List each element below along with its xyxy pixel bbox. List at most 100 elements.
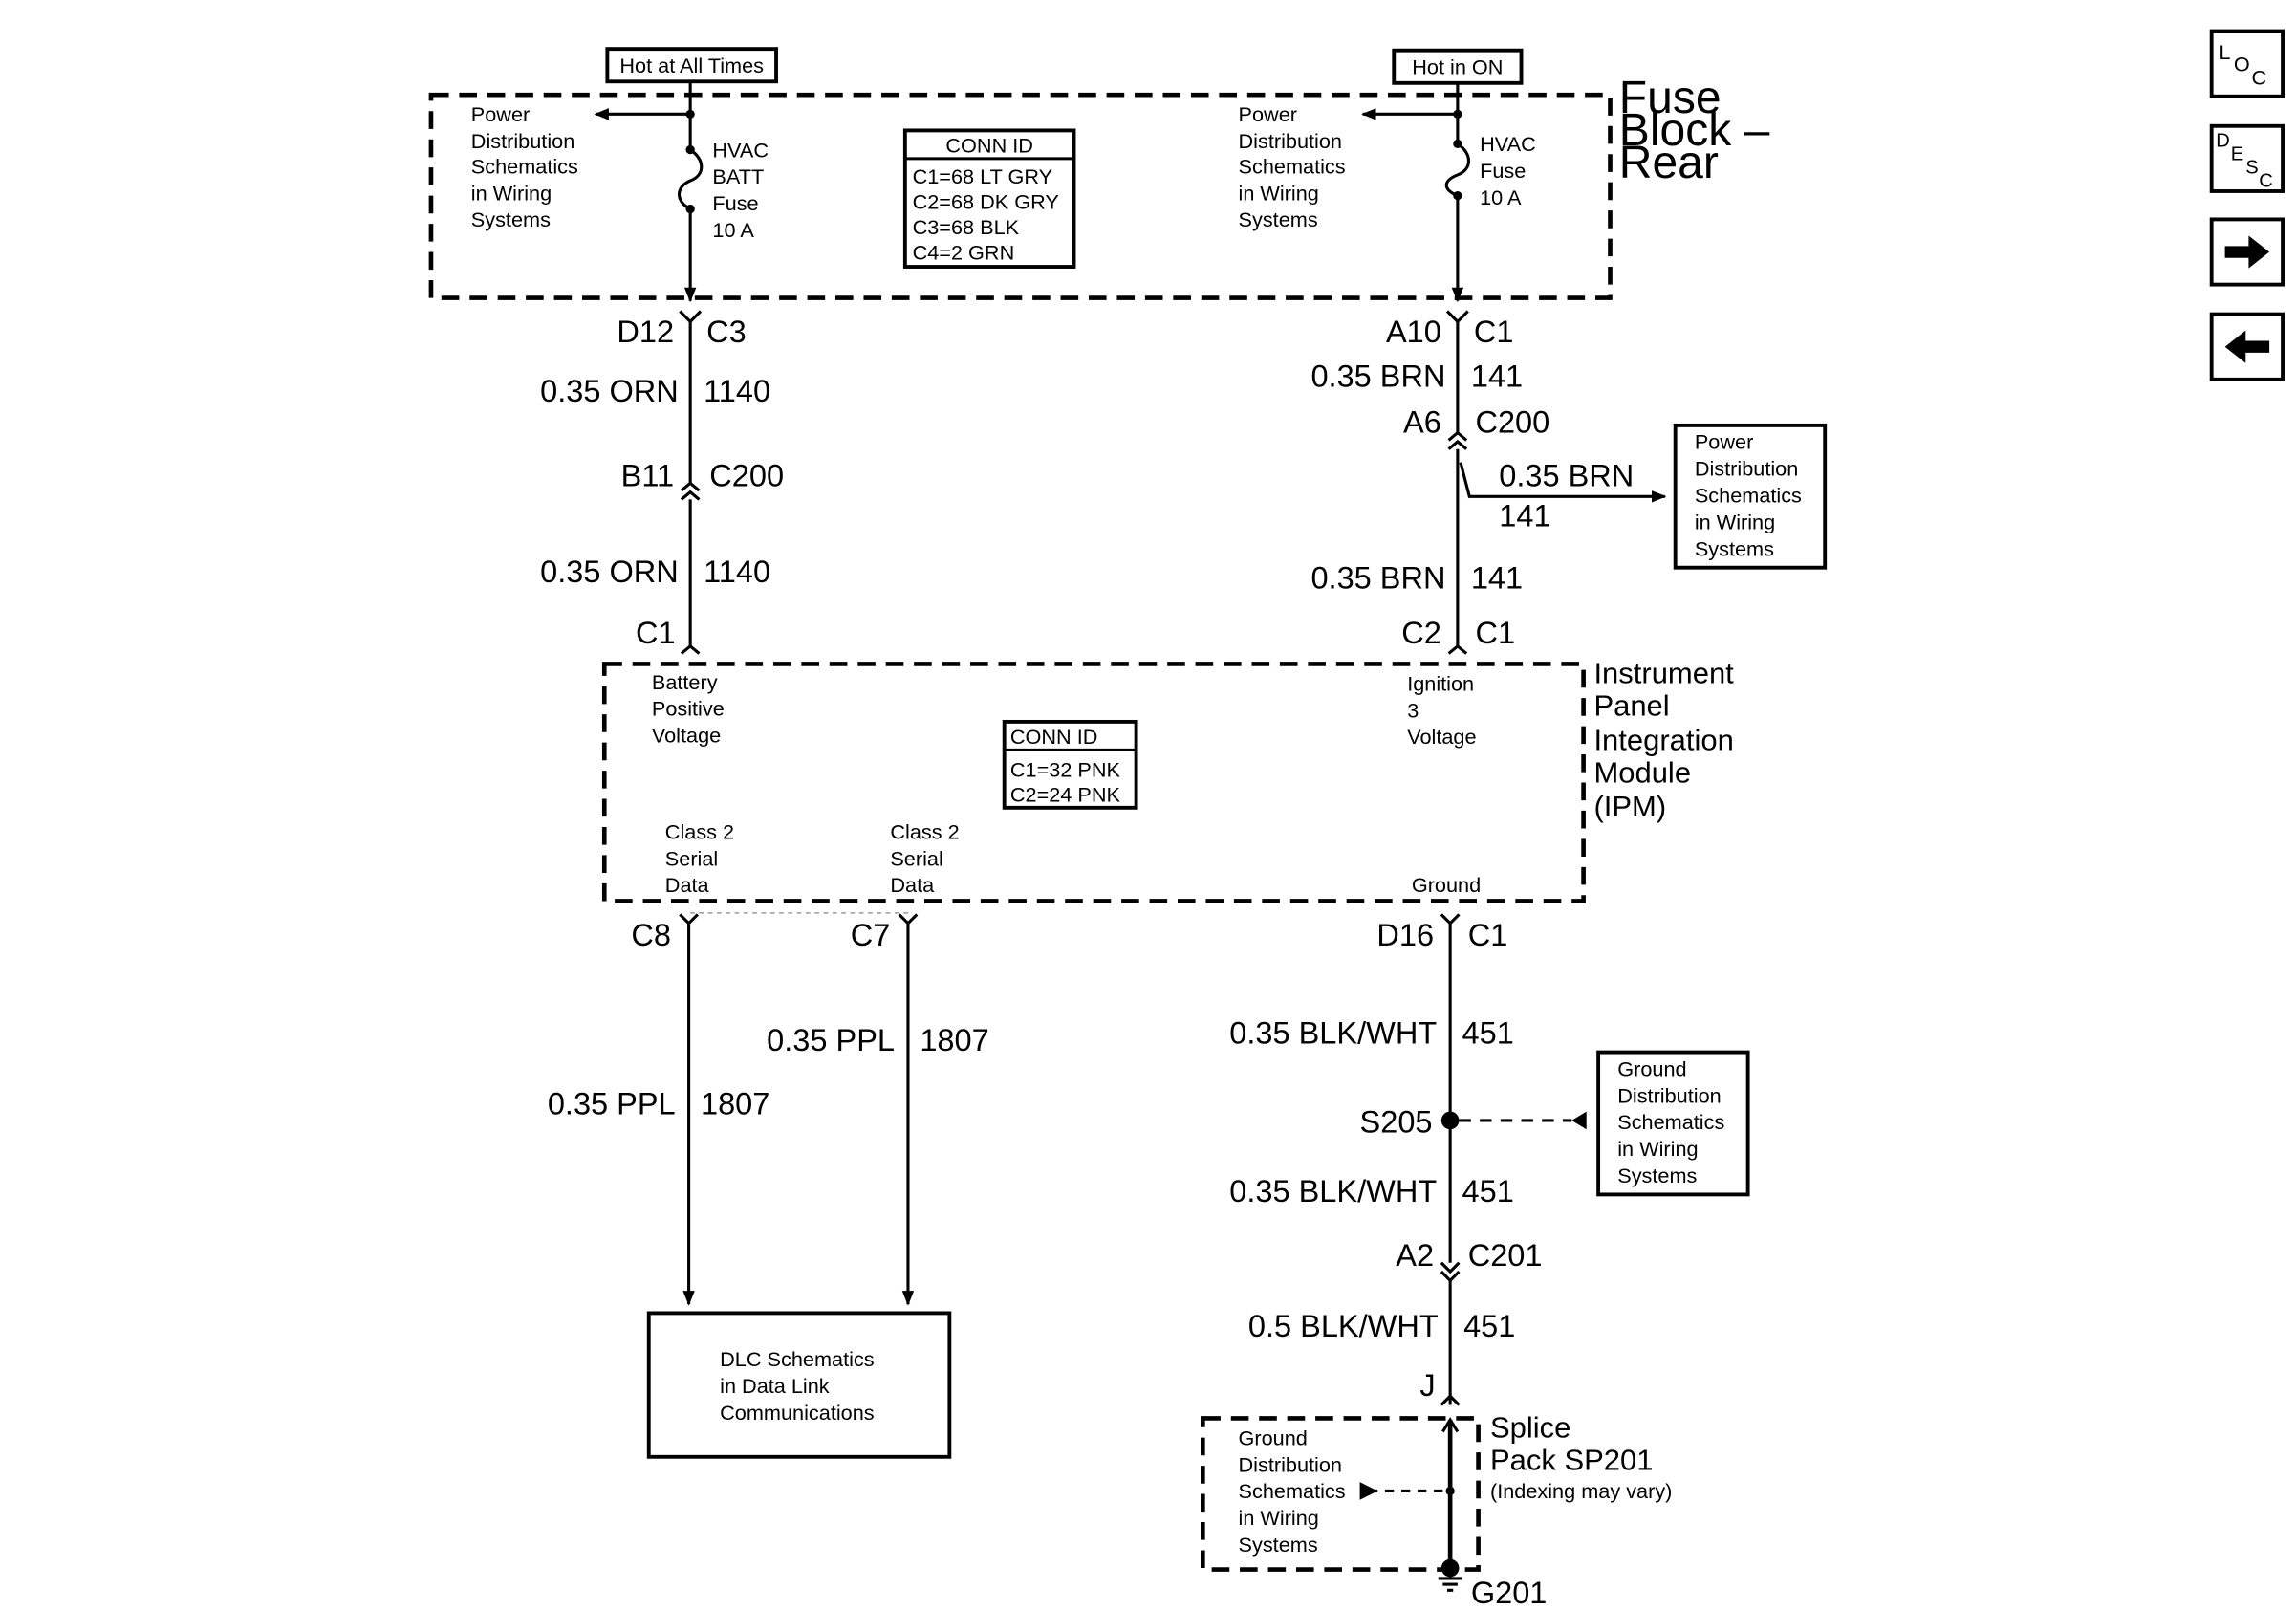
- right-fuse-label-1: HVAC: [1480, 132, 1536, 156]
- branch-power-ref-3: Schematics: [1695, 483, 1802, 507]
- ipm-module: Instrument Panel Integration Module (IPM…: [601, 657, 1734, 914]
- fuse-block: Fuse Block – Rear Hot at All Times Hot i…: [428, 47, 1770, 303]
- left-power-ref-3: Schematics: [471, 154, 578, 178]
- loc-icon: L O C: [2219, 40, 2266, 89]
- wire-b-color: 0.35 PPL: [767, 1023, 895, 1057]
- ipm-title-3: Integration: [1593, 723, 1733, 756]
- splice-pack-title-1: Splice: [1490, 1411, 1570, 1445]
- right-pin-mid: A6: [1403, 405, 1441, 440]
- right-fuse-label-2: Fuse: [1480, 159, 1526, 183]
- dlc-ref-box: [646, 1311, 952, 1459]
- right-conn-mid: C200: [1475, 405, 1549, 440]
- right-fuse-label-3: 10 A: [1480, 185, 1522, 209]
- svg-text:S: S: [2245, 157, 2258, 178]
- right-wire1-num: 141: [1471, 359, 1523, 394]
- ipm-title-5: (IPM): [1593, 790, 1666, 823]
- splice-ground-ref-1: Ground: [1239, 1426, 1308, 1449]
- right-wire2-color: 0.35 BRN: [1310, 560, 1445, 595]
- dlc-ref-3: Communications: [720, 1401, 875, 1425]
- splice-pack-outline: [1201, 1416, 1481, 1572]
- svg-text:O: O: [2234, 52, 2250, 76]
- hot-in-on-box: [1392, 48, 1524, 85]
- ipm-class2b-2: Serial: [890, 846, 942, 870]
- ipm-conn-id-c1: C1=32 PNK: [1010, 757, 1121, 781]
- ground-ref-3: Schematics: [1617, 1110, 1724, 1134]
- loc-button[interactable]: L O C: [2209, 29, 2285, 98]
- ground-g201-dot: [1440, 1558, 1460, 1578]
- left-ipm-conn: C1: [636, 616, 676, 650]
- ground-ref-5: Systems: [1617, 1164, 1697, 1187]
- fuse-block-title-1: Fuse: [1619, 73, 1722, 123]
- right-branch-color: 0.35 BRN: [1499, 458, 1634, 492]
- left-conn-mid: C200: [709, 458, 784, 492]
- fuse-conn-id-c4: C4=2 GRN: [913, 240, 1015, 264]
- ground-wire1-color: 0.35 BLK/WHT: [1229, 1015, 1437, 1050]
- wire-a-num: 1807: [701, 1087, 769, 1121]
- right-ipm-pin: C2: [1401, 616, 1441, 650]
- splice-pack-note: (Indexing may vary): [1490, 1479, 1672, 1503]
- ipm-ground-label: Ground: [1412, 873, 1481, 897]
- splice-ground-ref-4: in Wiring: [1239, 1506, 1319, 1530]
- arrow-right-icon: [2224, 235, 2270, 269]
- svg-text:E: E: [2231, 143, 2243, 164]
- left-pin-mid: B11: [621, 458, 674, 492]
- splice-ground-ref-2: Distribution: [1239, 1452, 1342, 1476]
- right-branch-wire: [1459, 462, 1667, 503]
- ipm-ignition-2: 3: [1407, 698, 1419, 722]
- fuse-conn-id-c3: C3=68 BLK: [913, 215, 1020, 239]
- left-fuse-label-4: 10 A: [712, 218, 754, 242]
- right-power-ref-2: Distribution: [1239, 129, 1342, 153]
- svg-text:D: D: [2216, 130, 2230, 151]
- right-power-ref-1: Power: [1239, 102, 1297, 126]
- splice-ground-ref-5: Systems: [1239, 1533, 1318, 1557]
- splice-s205-dot: [1440, 1111, 1460, 1130]
- prev-page-button[interactable]: [2209, 312, 2285, 381]
- desc-icon: D E S C: [2216, 130, 2272, 191]
- ipm-outline: [601, 662, 1586, 903]
- ground-ref-2: Distribution: [1617, 1083, 1721, 1107]
- right-wire2-num: 141: [1471, 560, 1523, 595]
- left-power-ref-2: Distribution: [471, 129, 574, 153]
- ipm-conn-id-title: CONN ID: [1010, 725, 1098, 749]
- ground-pin-top: D16: [1376, 918, 1434, 952]
- fuse-conn-id-c2: C2=68 DK GRY: [913, 190, 1059, 214]
- wire-b-num: 1807: [920, 1023, 988, 1057]
- hot-in-on-label: Hot in ON: [1412, 55, 1503, 79]
- branch-power-ref-2: Distribution: [1695, 457, 1798, 481]
- ipm-title-2: Panel: [1593, 689, 1669, 723]
- arrow-left-icon: [2224, 330, 2270, 363]
- ipm-class2a-3: Data: [665, 873, 710, 897]
- desc-button[interactable]: D E S C: [2209, 123, 2285, 193]
- ipm-ignition-3: Voltage: [1407, 725, 1476, 749]
- ipm-title-1: Instrument: [1593, 657, 1734, 690]
- branch-power-ref-5: Systems: [1695, 536, 1774, 560]
- splice-ground-ref-3: Schematics: [1239, 1479, 1346, 1503]
- left-circuit-1140: D12 C3 0.35 ORN 1140 B11 C200 0.35 ORN 1…: [540, 310, 784, 655]
- ground-g201-label: G201: [1471, 1576, 1548, 1610]
- left-wire1-color: 0.35 ORN: [540, 374, 679, 408]
- fuse-conn-id-title: CONN ID: [945, 134, 1033, 158]
- splice-pack-title-2: Pack SP201: [1490, 1444, 1654, 1477]
- svg-text:L: L: [2219, 40, 2230, 64]
- left-wire2-num: 1140: [704, 555, 770, 589]
- right-circuit-141: A10 C1 0.35 BRN 141 A6 C200 0.35 BRN 141…: [1310, 310, 1828, 655]
- ground-wire3-color: 0.5 BLK/WHT: [1248, 1309, 1439, 1343]
- next-page-button[interactable]: [2209, 217, 2285, 287]
- left-fuse-label-1: HVAC: [712, 138, 769, 162]
- ground-symbol-icon: [1438, 1568, 1462, 1592]
- right-conn-top: C1: [1474, 315, 1514, 349]
- right-fuse-symbol: [1444, 142, 1471, 198]
- right-power-ref-5: Systems: [1239, 207, 1318, 231]
- ground-wire3-num: 451: [1463, 1309, 1515, 1343]
- ipm-battery-2: Positive: [652, 697, 725, 721]
- ipm-conn-id-c2: C2=24 PNK: [1010, 783, 1121, 807]
- fuse-block-title-2: Block –: [1619, 105, 1770, 156]
- right-power-ref-4: in Wiring: [1239, 181, 1319, 205]
- c201-conn: C201: [1468, 1238, 1543, 1273]
- ipm-class2b-1: Class 2: [890, 819, 959, 843]
- c8-label: C8: [631, 918, 671, 952]
- left-power-ref-5: Systems: [471, 207, 551, 231]
- branch-power-ref-4: in Wiring: [1695, 510, 1775, 533]
- fuse-block-title-3: Rear: [1619, 138, 1719, 188]
